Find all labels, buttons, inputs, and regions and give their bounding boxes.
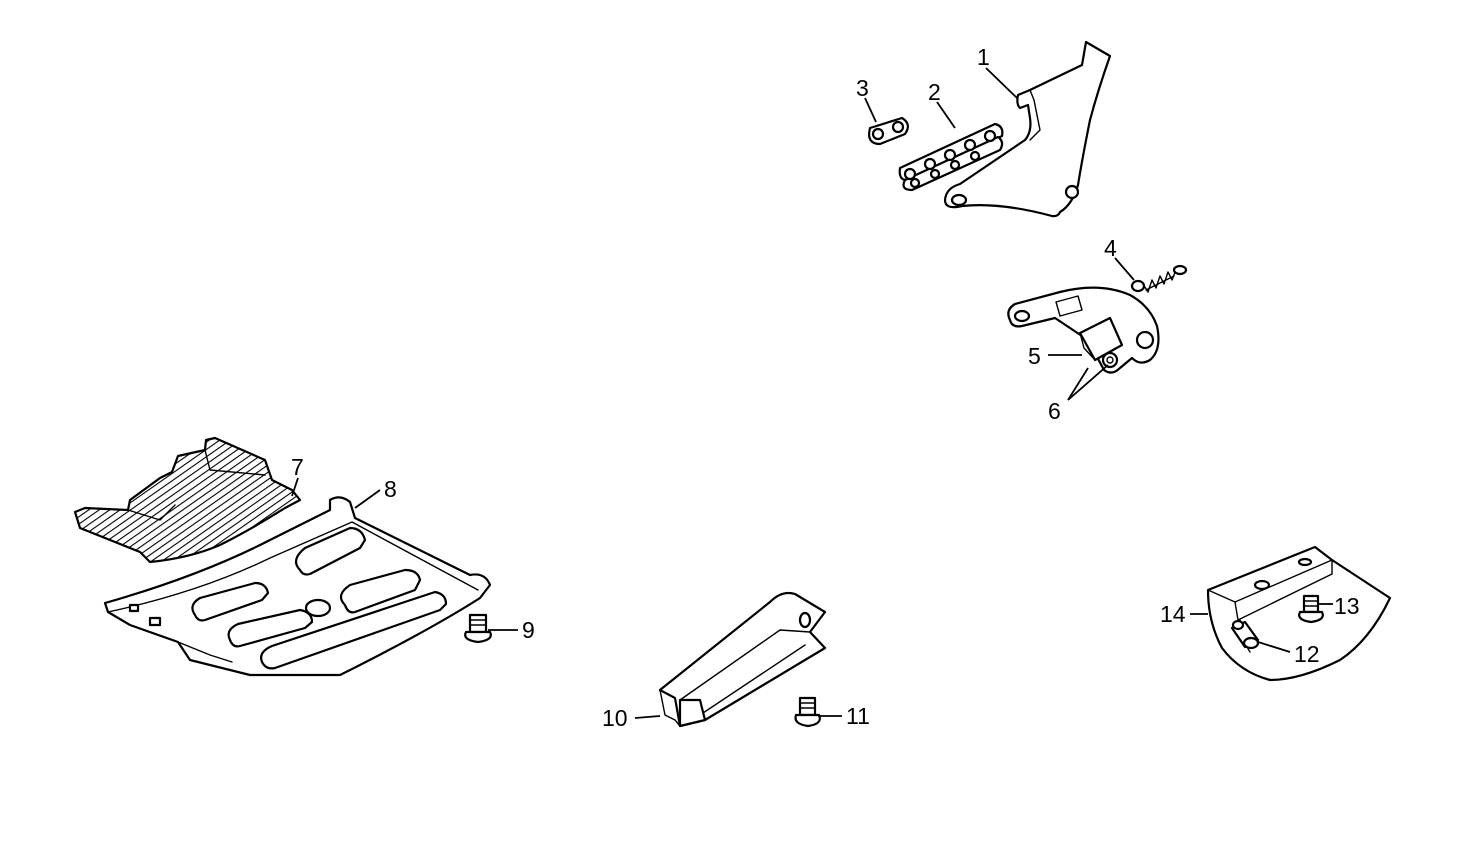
part-1-chain-guide-bracket <box>943 40 1112 218</box>
part-9-screw <box>464 613 492 644</box>
label-7: 7 <box>291 454 304 480</box>
label-6: 6 <box>1048 398 1061 424</box>
part-12-pin <box>1230 619 1260 650</box>
label-9: 9 <box>522 617 535 643</box>
callout-labels: 1 2 3 4 5 6 7 8 9 10 11 12 13 14 <box>291 44 1360 731</box>
part-10-chain-slider <box>658 591 827 728</box>
label-11: 11 <box>846 703 870 729</box>
label-12: 12 <box>1294 641 1320 667</box>
label-5: 5 <box>1028 343 1041 369</box>
part-5-tensioner-arm <box>1007 286 1160 374</box>
label-13: 13 <box>1334 593 1360 619</box>
label-10: 10 <box>602 705 628 731</box>
label-8: 8 <box>384 476 397 502</box>
label-14: 14 <box>1160 601 1186 627</box>
part-11-screw <box>794 696 821 728</box>
leader-lines <box>291 67 1333 719</box>
label-1: 1 <box>977 44 990 70</box>
part-8-skid-plate <box>103 496 492 677</box>
label-4: 4 <box>1104 235 1117 261</box>
part-3-master-link <box>868 116 909 146</box>
part-13-screw <box>1298 594 1324 624</box>
label-2: 2 <box>928 79 941 105</box>
label-3: 3 <box>856 75 869 101</box>
part-7-hatched-skid-plate <box>73 436 302 564</box>
part-2-drive-chain <box>898 122 1004 192</box>
part-4-tension-spring <box>1130 264 1188 293</box>
